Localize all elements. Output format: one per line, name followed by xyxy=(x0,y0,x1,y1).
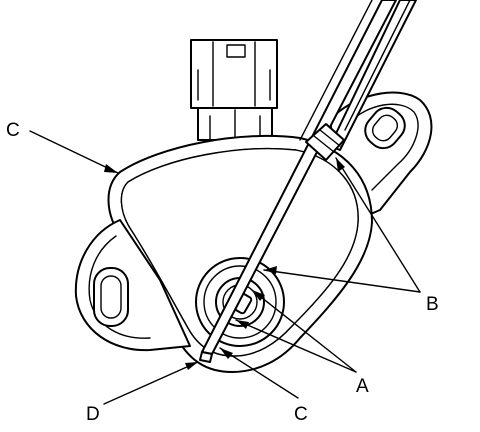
rod-clamp xyxy=(305,123,345,161)
alignment-rod xyxy=(199,0,417,363)
label-a: A xyxy=(356,376,369,397)
leader-lines xyxy=(29,130,421,405)
connector xyxy=(190,39,278,141)
label-b: B xyxy=(426,294,439,315)
left-mounting-ear xyxy=(74,219,191,352)
label-c-top: C xyxy=(6,120,20,141)
label-d: D xyxy=(86,404,100,425)
label-c-bottom: C xyxy=(294,404,308,425)
